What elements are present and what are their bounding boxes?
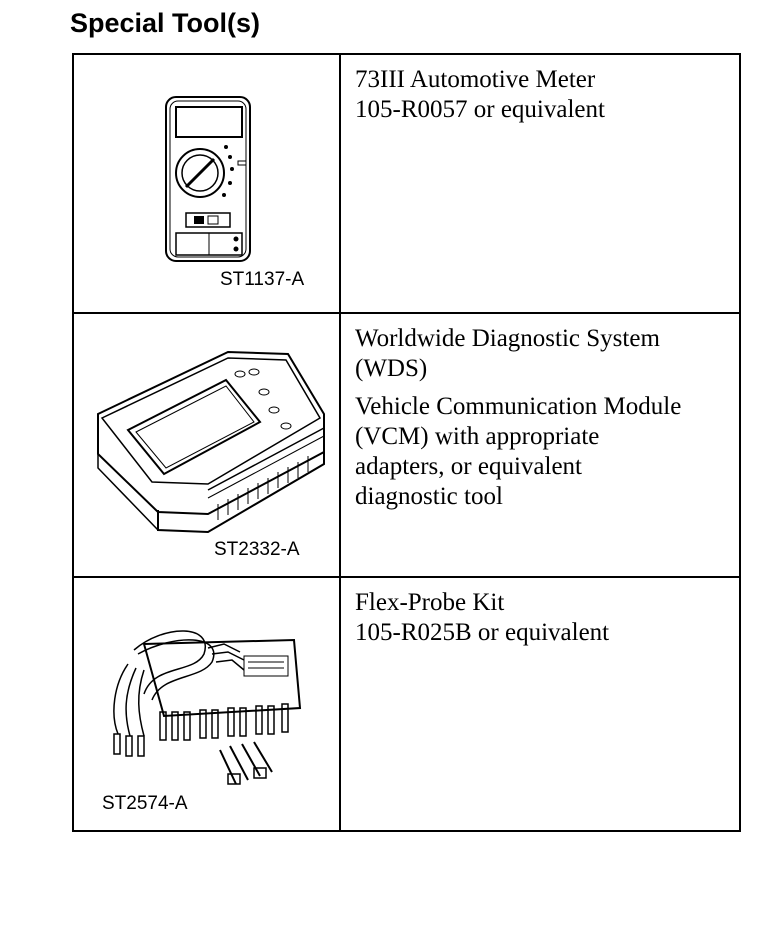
multimeter-icon — [165, 96, 251, 262]
tool-description: Flex-Probe Kit 105-R025B or equivalent — [341, 578, 739, 830]
page-title: Special Tool(s) — [70, 8, 261, 38]
special-tools-table: ST1137-A 73III Automotive Meter 105-R005… — [72, 53, 741, 832]
tool-id-label: ST2332-A — [214, 539, 300, 560]
tool-part-number: 105-R0057 or equivalent — [355, 96, 605, 123]
tool-name: Flex-Probe Kit — [355, 589, 505, 616]
tool-illustration-cell: ST2574-A — [74, 578, 341, 830]
tool-name: 73III Automotive Meter — [355, 66, 596, 93]
diagnostic-tablet-icon — [97, 350, 325, 534]
tool-detail-line: (VCM) with appropriate — [355, 423, 600, 450]
tool-description: 73III Automotive Meter 105-R0057 or equi… — [341, 55, 739, 312]
tool-row-flex-probe: ST2574-A Flex-Probe Kit 105-R025B or equ… — [74, 576, 739, 830]
tool-description: Worldwide Diagnostic System (WDS) Vehicl… — [341, 314, 739, 576]
tool-detail-line: adapters, or equivalent — [355, 453, 582, 480]
tool-part-number: 105-R025B or equivalent — [355, 619, 610, 646]
tool-detail-line: Vehicle Communication Module — [355, 393, 682, 420]
tool-row-wds: ST2332-A Worldwide Diagnostic System (WD… — [74, 312, 739, 576]
tool-id-label: ST2574-A — [102, 793, 188, 814]
tool-illustration-cell: ST1137-A — [74, 55, 341, 312]
tool-row-meter: ST1137-A 73III Automotive Meter 105-R005… — [74, 55, 739, 312]
probe-kit-icon — [113, 630, 302, 785]
tool-illustration-cell: ST2332-A — [74, 314, 341, 576]
tool-name-abbrev: (WDS) — [355, 355, 428, 382]
tool-id-label: ST1137-A — [220, 269, 305, 290]
tool-name: Worldwide Diagnostic System — [355, 325, 660, 352]
tool-detail-line: diagnostic tool — [355, 483, 503, 510]
